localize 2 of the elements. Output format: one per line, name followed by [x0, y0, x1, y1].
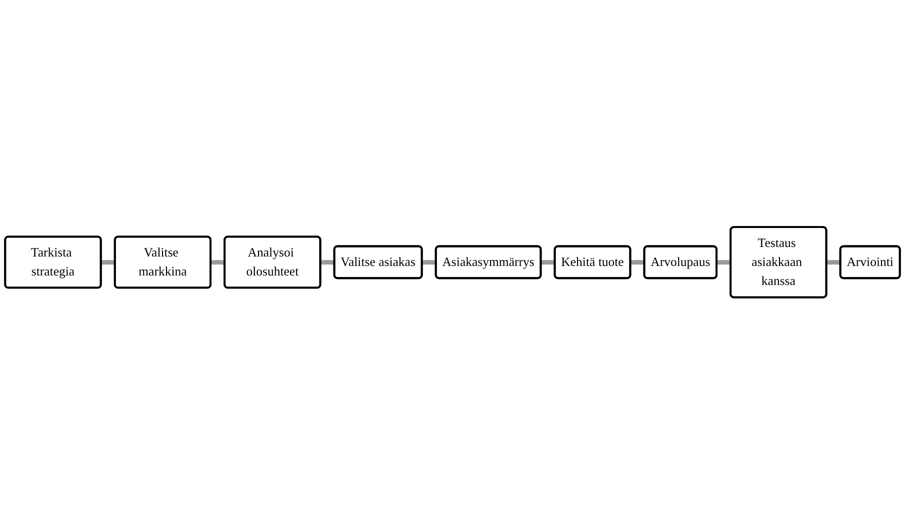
connector: [716, 260, 732, 265]
connector: [210, 260, 226, 265]
